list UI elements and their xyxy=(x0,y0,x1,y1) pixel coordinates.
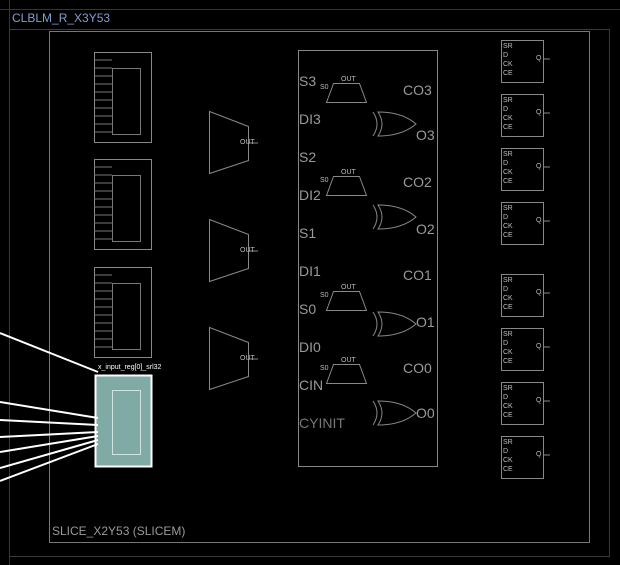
carry-mux-2-out-label: OUT xyxy=(341,169,356,176)
clb-boundary xyxy=(9,29,610,557)
carry-pin-o2: O2 xyxy=(416,221,435,237)
boundary-top-line xyxy=(0,9,620,10)
ff2-q-label: Q xyxy=(536,109,542,116)
ff7-q-label: Q xyxy=(536,397,542,404)
ff7-ck-label: CK xyxy=(503,403,513,410)
ff6-q-label: Q xyxy=(536,343,542,350)
ff8-ck-label: CK xyxy=(503,457,513,464)
ff7-ce-label: CE xyxy=(503,412,513,419)
ff4-ce-label: CE xyxy=(503,232,513,239)
carry-pin-co1: CO1 xyxy=(403,267,432,283)
carry-mux-0-s0-label: S0 xyxy=(320,365,329,372)
slice-title: SLICE_X2Y53 (SLICEM) xyxy=(52,524,186,538)
carry-pin-o0: O0 xyxy=(416,405,435,421)
carry-mux-0-out-label: OUT xyxy=(341,357,356,364)
lut-pin-ticks xyxy=(94,59,112,348)
ff3-q-label: Q xyxy=(536,163,542,170)
ff5-q-label: Q xyxy=(536,289,542,296)
lut-a-selected[interactable] xyxy=(94,374,153,468)
carry-pin-s0: S0 xyxy=(299,301,317,317)
ff3-ce-label: CE xyxy=(503,178,513,185)
carry-pin-s1: S1 xyxy=(299,225,317,241)
ff1-d-label: D xyxy=(503,52,509,59)
carry-pin-co2: CO2 xyxy=(403,174,432,190)
ff5-d-label: D xyxy=(503,286,509,293)
clb-title: CLBLM_R_X3Y53 xyxy=(12,11,111,25)
ff7-d-label: D xyxy=(503,394,509,401)
ff5-ce-label: CE xyxy=(503,304,513,311)
carry-mux-3-out-label: OUT xyxy=(341,76,356,83)
carry-mux-3-s0-label: S0 xyxy=(320,84,329,91)
ff1-ck-label: CK xyxy=(503,61,513,68)
f8-mux-out-label: OUT xyxy=(240,247,255,254)
lut-c[interactable] xyxy=(94,159,152,250)
ff7-sr-label: SR xyxy=(503,385,513,392)
xor-gates[interactable] xyxy=(372,111,417,426)
f7-mux-top[interactable] xyxy=(209,110,259,175)
lut-d[interactable] xyxy=(94,52,152,143)
ff2-ce-label: CE xyxy=(503,124,513,131)
ff4-ck-label: CK xyxy=(503,223,513,230)
lut-b[interactable] xyxy=(94,267,152,358)
f7-mux-top-out-label: OUT xyxy=(240,139,255,146)
ff5-sr-label: SR xyxy=(503,277,513,284)
carry-mux-2-s0-label: S0 xyxy=(320,177,329,184)
ff3-d-label: D xyxy=(503,160,509,167)
carry-pin-di3: DI3 xyxy=(299,111,321,127)
ff6-ce-label: CE xyxy=(503,358,513,365)
carry-muxes[interactable] xyxy=(325,83,368,384)
ff6-d-label: D xyxy=(503,340,509,347)
carry-pin-di2: DI2 xyxy=(299,187,321,203)
routed-nets[interactable] xyxy=(0,332,99,482)
ff5-ck-label: CK xyxy=(503,295,513,302)
ff2-ck-label: CK xyxy=(503,115,513,122)
ff4-q-label: Q xyxy=(536,217,542,224)
f8-mux[interactable] xyxy=(209,218,259,283)
ff8-ce-label: CE xyxy=(503,466,513,473)
ff3-sr-label: SR xyxy=(503,151,513,158)
ff6-sr-label: SR xyxy=(503,331,513,338)
ff2-sr-label: SR xyxy=(503,97,513,104)
carry-pin-di1: DI1 xyxy=(299,263,321,279)
carry-pin-cyinit: CYINIT xyxy=(299,415,345,431)
ff2-d-label: D xyxy=(503,106,509,113)
flipflop-q-ticks xyxy=(543,58,550,456)
carry-pin-o1: O1 xyxy=(416,314,435,330)
carry-pin-co3: CO3 xyxy=(403,82,432,98)
carry-mux-1-s0-label: S0 xyxy=(320,292,329,299)
carry-pin-s2: S2 xyxy=(299,149,317,165)
ff6-ck-label: CK xyxy=(503,349,513,356)
ff1-ce-label: CE xyxy=(503,70,513,77)
carry-pin-co0: CO0 xyxy=(403,360,432,376)
ff1-q-label: Q xyxy=(536,55,542,62)
carry-pin-s3: S3 xyxy=(299,73,317,89)
selected-cell-label[interactable]: x_input_reg[0]_srl32 xyxy=(98,364,162,371)
carry4-block[interactable] xyxy=(298,50,438,467)
ff4-sr-label: SR xyxy=(503,205,513,212)
ff3-ck-label: CK xyxy=(503,169,513,176)
ff8-d-label: D xyxy=(503,448,509,455)
f7-mux-bottom[interactable] xyxy=(209,326,259,391)
ff8-sr-label: SR xyxy=(503,439,513,446)
ff4-d-label: D xyxy=(503,214,509,221)
ff8-q-label: Q xyxy=(536,451,542,458)
ff1-sr-label: SR xyxy=(503,43,513,50)
slice-boundary[interactable] xyxy=(49,31,590,543)
carry-pin-di0: DI0 xyxy=(299,339,321,355)
f7-mux-bottom-out-label: OUT xyxy=(240,355,255,362)
carry-mux-1-out-label: OUT xyxy=(341,284,356,291)
carry-pin-o3: O3 xyxy=(416,127,435,143)
flipflops[interactable] xyxy=(501,40,544,479)
carry-pin-cin: CIN xyxy=(299,377,324,393)
